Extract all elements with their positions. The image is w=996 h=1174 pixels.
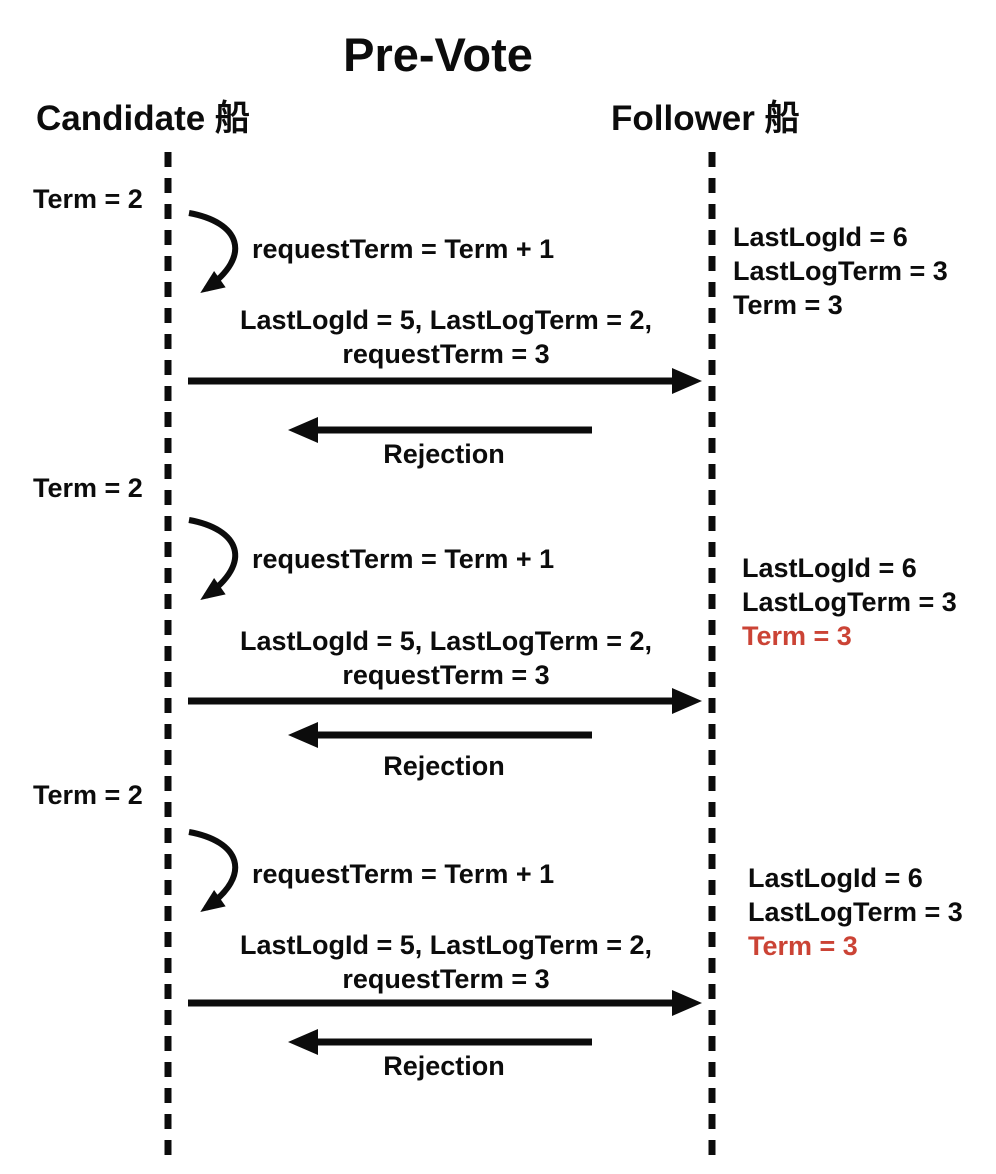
follower-state-term: Term = 3 xyxy=(742,621,852,651)
self-loop-arrow-round2 xyxy=(188,517,239,601)
candidate-actor-label: Candidate 船 xyxy=(36,99,250,138)
follower-state-line: LastLogTerm = 3 xyxy=(748,897,963,927)
self-message-label: requestTerm = Term + 1 xyxy=(252,544,555,574)
request-message-line1: LastLogId = 5, LastLogTerm = 2, xyxy=(239,930,653,960)
self-message-label: requestTerm = Term + 1 xyxy=(252,234,555,264)
candidate-term-label: Term = 2 xyxy=(33,780,143,810)
response-message-label: Rejection xyxy=(383,751,505,781)
follower-state-line: LastLogId = 6 xyxy=(742,553,917,583)
request-message-label: LastLogId = 5, LastLogTerm = 2, requestT… xyxy=(186,624,706,692)
follower-state-line: LastLogId = 6 xyxy=(733,222,908,252)
follower-state-term: Term = 3 xyxy=(748,931,858,961)
request-message-label: LastLogId = 5, LastLogTerm = 2, requestT… xyxy=(186,928,706,996)
follower-actor-label: Follower 船 xyxy=(611,99,800,138)
request-message-line1: LastLogId = 5, LastLogTerm = 2, xyxy=(239,626,653,656)
request-message-line2: requestTerm = 3 xyxy=(342,964,550,994)
self-message-label: requestTerm = Term + 1 xyxy=(252,859,555,889)
request-message-line1: LastLogId = 5, LastLogTerm = 2, xyxy=(239,305,653,335)
request-arrowhead-round2 xyxy=(672,688,702,714)
follower-state-block: LastLogId = 6 LastLogTerm = 3 Term = 3 xyxy=(742,551,957,653)
response-message-label: Rejection xyxy=(383,439,505,469)
request-arrowhead-round3 xyxy=(672,990,702,1016)
candidate-term-label: Term = 2 xyxy=(33,184,143,214)
follower-state-block: LastLogId = 6 LastLogTerm = 3 Term = 3 xyxy=(748,861,963,963)
response-arrowhead-round1 xyxy=(288,417,318,443)
follower-state-block: LastLogId = 6 LastLogTerm = 3 Term = 3 xyxy=(733,220,948,322)
request-message-line2: requestTerm = 3 xyxy=(342,339,550,369)
page-title: Pre-Vote xyxy=(343,28,533,81)
candidate-term-label: Term = 2 xyxy=(33,473,143,503)
request-message-line2: requestTerm = 3 xyxy=(342,660,550,690)
self-loop-arrow-round1 xyxy=(188,210,239,294)
follower-state-line: LastLogTerm = 3 xyxy=(733,256,948,286)
request-arrowhead-round1 xyxy=(672,368,702,394)
follower-state-line: LastLogTerm = 3 xyxy=(742,587,957,617)
response-arrowhead-round2 xyxy=(288,722,318,748)
response-message-label: Rejection xyxy=(383,1051,505,1081)
follower-state-line: LastLogId = 6 xyxy=(748,863,923,893)
request-message-label: LastLogId = 5, LastLogTerm = 2, requestT… xyxy=(186,303,706,371)
self-loop-arrow-round3 xyxy=(188,829,239,913)
follower-state-term: Term = 3 xyxy=(733,290,843,320)
response-arrowhead-round3 xyxy=(288,1029,318,1055)
